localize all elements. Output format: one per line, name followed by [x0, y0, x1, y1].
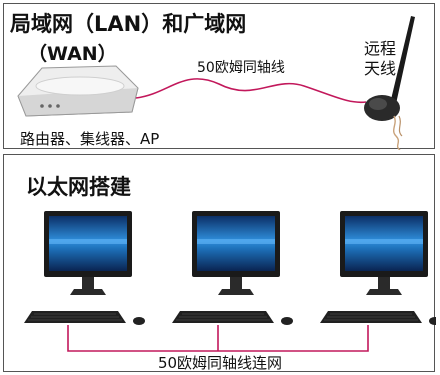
- cable-label: 50欧姆同轴线: [197, 60, 285, 76]
- top-panel-title: 局域网（LAN）和广域网: [10, 12, 247, 36]
- antenna-label: 远程 天线: [360, 39, 400, 79]
- antenna-icon: [364, 16, 415, 150]
- top-panel-art: [17, 16, 415, 150]
- bottom-panel-title: 以太网搭建: [26, 175, 131, 199]
- router-icon: [17, 65, 139, 117]
- top-panel-subtitle: （WAN）: [28, 43, 117, 65]
- antenna-label-line1: 远程: [363, 39, 396, 58]
- coax-cable: [135, 78, 367, 104]
- ethernet-panel: 以太网搭建: [3, 154, 436, 372]
- monitor-icon: [23, 210, 146, 326]
- antenna-label-line2: 天线: [363, 59, 396, 78]
- ethernet-art: [23, 210, 436, 352]
- monitor-icon: [319, 210, 436, 326]
- monitor-icon: [171, 210, 294, 326]
- device-label: 路由器、集线器、AP: [20, 130, 160, 148]
- wan-lan-panel: 局域网（LAN）和广域网 （WAN） 50欧姆同轴线 远程 天线 路由器、集线器…: [3, 3, 435, 150]
- lan-cable-label: 50欧姆同轴线连网: [157, 354, 283, 372]
- coax-network-cable: [67, 325, 369, 352]
